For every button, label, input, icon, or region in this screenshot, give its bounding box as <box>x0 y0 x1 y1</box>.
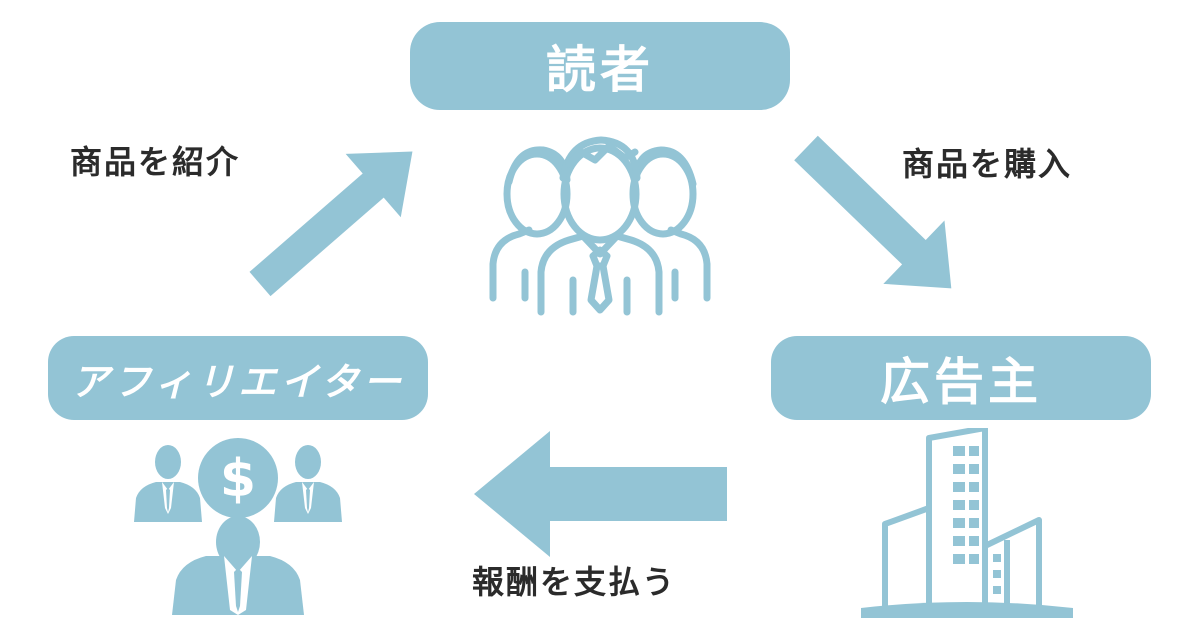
node-advertiser: 広告主 <box>771 336 1151 420</box>
office-building-icon <box>861 428 1073 618</box>
node-affiliate: アフィリエイター <box>48 336 428 420</box>
edge-introduce-label: 商品を紹介 <box>70 143 241 181</box>
businessmen-money-icon: $ <box>134 438 342 615</box>
node-advertiser-label: 広告主 <box>880 353 1042 411</box>
edge-purchase-label: 商品を購入 <box>902 145 1073 183</box>
node-affiliate-label: アフィリエイター <box>71 359 405 404</box>
node-reader: 読者 <box>410 22 790 110</box>
edge-pay-label: 報酬を支払う <box>472 563 677 601</box>
node-reader-label: 読者 <box>546 41 654 99</box>
people-group-icon <box>489 136 711 316</box>
dollar-symbol: $ <box>220 449 256 509</box>
